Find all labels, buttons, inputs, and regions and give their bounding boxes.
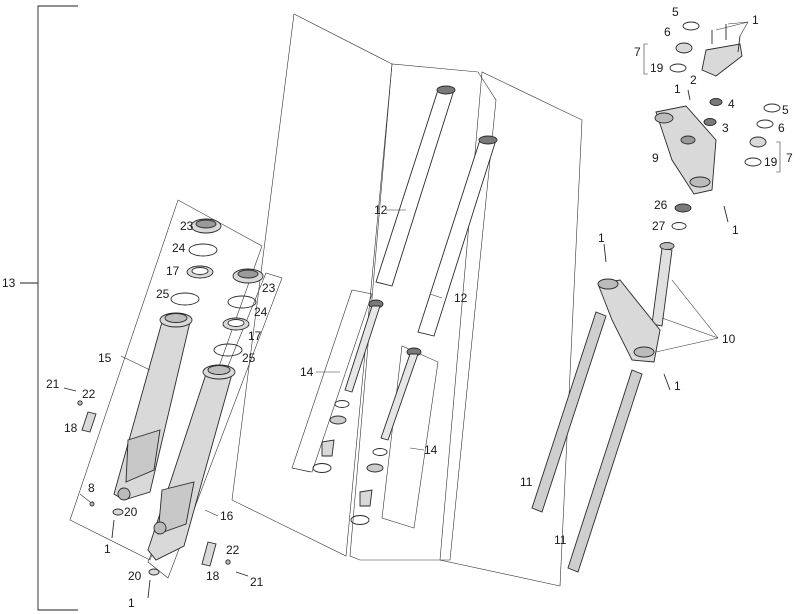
label-18-left: 18	[64, 421, 78, 435]
label-7-top: 7	[634, 45, 641, 59]
label-18-right: 18	[206, 569, 220, 583]
label-1-bottom: 1	[128, 596, 135, 610]
label-11-left: 11	[520, 475, 533, 489]
label-24-right: 24	[254, 305, 268, 319]
label-15: 15	[98, 351, 112, 365]
handlebar-clamp-parts	[643, 21, 781, 230]
label-23-left: 23	[180, 219, 194, 233]
fork-tubes-12	[375, 85, 498, 337]
label-2: 2	[690, 73, 697, 87]
seal-stack-left	[170, 218, 222, 306]
label-1-stem: 1	[598, 231, 605, 245]
label-13: 13	[2, 276, 16, 290]
label-6-right: 6	[778, 121, 785, 135]
label-26: 26	[654, 198, 668, 212]
label-4: 4	[728, 97, 735, 111]
label-23-right: 23	[262, 281, 276, 295]
label-6-top: 6	[664, 25, 671, 39]
label-12-right: 12	[454, 291, 468, 305]
label-5-top: 5	[672, 5, 679, 19]
label-24-left: 24	[172, 241, 186, 255]
label-25-right: 25	[242, 351, 256, 365]
damper-cartridges-14	[312, 299, 422, 525]
label-21-left: 21	[46, 377, 60, 391]
label-27: 27	[652, 219, 666, 233]
seal-stack-right	[213, 268, 264, 357]
label-14-left: 14	[300, 365, 314, 379]
label-14-right: 14	[424, 443, 438, 457]
label-1-left: 1	[104, 542, 111, 556]
label-22-left: 22	[82, 387, 96, 401]
fork-leg-16	[147, 364, 236, 561]
small-parts-left	[63, 387, 124, 539]
small-parts-right	[147, 541, 249, 599]
fork-leg-15	[113, 312, 193, 501]
label-9: 9	[652, 151, 659, 165]
label-7-right: 7	[786, 151, 793, 165]
label-21-right: 21	[250, 575, 264, 589]
label-1-right: 1	[732, 223, 739, 237]
label-8: 8	[88, 481, 95, 495]
label-20-right: 20	[128, 569, 142, 583]
label-10: 10	[722, 332, 736, 346]
label-1-top: 1	[752, 13, 759, 27]
fork-springs-11	[531, 311, 643, 573]
label-17-right: 17	[248, 329, 262, 343]
label-1-clamp: 1	[674, 379, 681, 393]
lower-triple-clamp-10	[597, 242, 719, 391]
leader-lines	[79, 209, 443, 517]
label-16: 16	[220, 509, 234, 523]
label-22-right: 22	[226, 543, 240, 557]
label-3: 3	[722, 121, 729, 135]
label-5-right: 5	[782, 103, 789, 117]
label-19-top: 19	[650, 61, 664, 75]
part-number-labels: 13 23 24 17 25 23 24 17 25 15 16 21 22 1…	[2, 5, 793, 610]
label-20-left: 20	[124, 505, 138, 519]
label-1-mid: 1	[674, 82, 681, 96]
label-12-left: 12	[374, 203, 388, 217]
label-19-right: 19	[764, 155, 778, 169]
label-25-left: 25	[156, 287, 170, 301]
assembly-bracket-13	[20, 5, 78, 611]
fork-tube-frames	[231, 13, 583, 587]
label-11-right: 11	[554, 533, 567, 547]
upper-triple-clamp-9	[654, 105, 717, 195]
label-17-left: 17	[166, 264, 180, 278]
